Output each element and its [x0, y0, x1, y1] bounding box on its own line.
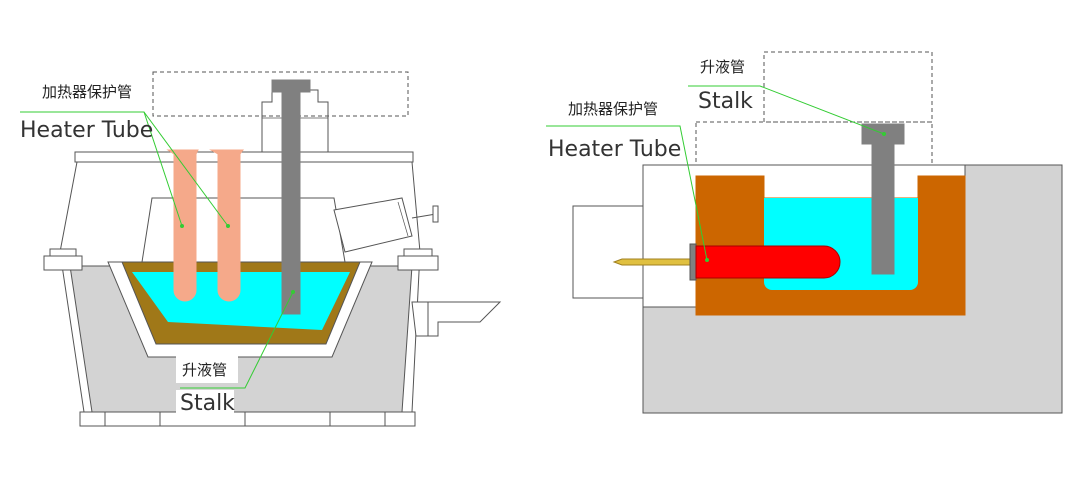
right-stalk-label-cn: 升液管: [700, 58, 745, 76]
right-heater-leader: [546, 125, 708, 261]
left-top-cover: [152, 71, 409, 117]
left-bracket-l: [43, 255, 83, 271]
right-heater-tube-label-en: Heater Tube: [548, 137, 681, 162]
left-stalk-label-en: Stalk: [180, 391, 235, 416]
right-stalk-label-en: Stalk: [698, 89, 753, 114]
left-diagram: [20, 71, 502, 427]
left-bracket-r: [397, 255, 439, 271]
left-furnace-lid: [74, 151, 414, 163]
left-heater-tube-label-cn: 加热器保护管: [42, 83, 132, 101]
right-thermocouple: [612, 258, 695, 266]
left-pour-spout: [411, 301, 502, 337]
right-dashed-cover-upper: [763, 51, 933, 123]
left-furnace-base: [79, 411, 416, 427]
right-stalk-leader: [688, 85, 885, 135]
right-heater-tube-label-cn: 加热器保护管: [568, 100, 658, 118]
left-heater-tube-label-en: Heater Tube: [20, 118, 153, 143]
left-stalk: [271, 79, 311, 93]
left-side-valve: [333, 197, 413, 253]
left-heater-housing: [141, 197, 346, 263]
right-diagram: [546, 51, 1063, 414]
right-heater-tube: [695, 245, 841, 279]
right-side-box: [572, 205, 644, 299]
left-stalk-label-cn: 升液管: [182, 361, 227, 379]
right-heater-tube-flange: [689, 243, 697, 281]
left-stalk-leader: [180, 291, 294, 389]
